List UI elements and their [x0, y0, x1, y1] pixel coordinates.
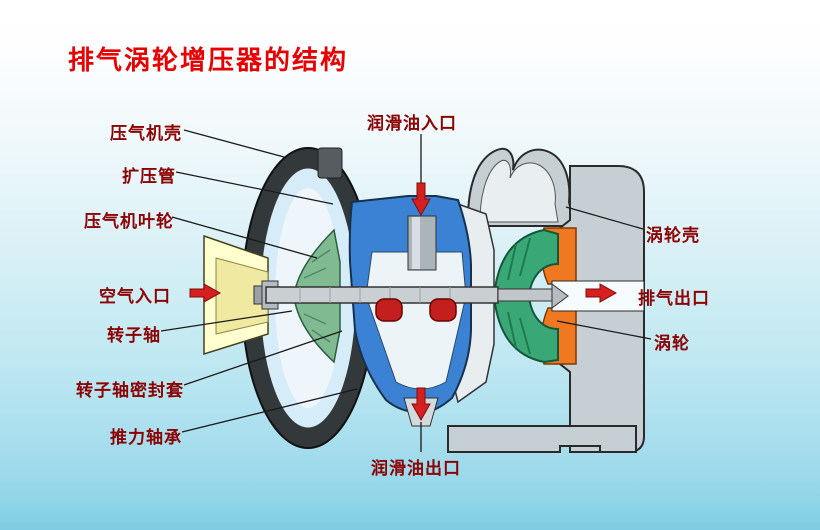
oil-inlet-arrow	[411, 182, 431, 217]
leader-turbine	[556, 320, 652, 340]
label-rotor-shaft-seal-sleeve: 转子轴密封套	[76, 381, 184, 400]
turbine-inlet-scroll	[466, 147, 576, 227]
leader-rotor-shaft-seal	[183, 330, 343, 386]
label-exhaust-outlet: 排气出口	[638, 289, 710, 308]
label-compressor-housing: 压气机壳	[110, 124, 182, 143]
oil-inlet-port	[407, 215, 437, 271]
air-inlet-arrow	[189, 283, 222, 303]
shaft-seal-sleeves	[375, 298, 457, 322]
label-turbine-housing: 涡轮壳	[646, 226, 700, 245]
leader-turbine-housing	[565, 206, 644, 230]
label-oil-inlet: 润滑油入口	[367, 114, 457, 133]
leader-rotor-shaft	[160, 310, 293, 332]
slide-title: 排气涡轮增压器的结构	[68, 46, 349, 75]
leader-compressor-impeller	[171, 216, 318, 259]
label-diffuser-pipe: 扩压管	[122, 167, 176, 186]
label-rotor-shaft: 转子轴	[107, 326, 161, 345]
label-thrust-bearing: 推力轴承	[110, 428, 182, 447]
flow-arrows	[189, 182, 618, 422]
oil-outlet-arrow	[411, 387, 431, 422]
label-compressor-impeller: 压气机叶轮	[84, 212, 174, 231]
leader-compressor-housing	[183, 129, 285, 158]
leader-thrust-bearing	[181, 388, 358, 433]
label-air-inlet: 空气入口	[99, 287, 171, 306]
leader-diffuser-pipe	[175, 171, 334, 205]
label-oil-outlet: 润滑油出口	[371, 459, 461, 478]
label-turbine: 涡轮	[654, 334, 690, 353]
exhaust-outlet-arrow	[585, 283, 618, 303]
mounting-flange	[447, 425, 637, 453]
leader-lines	[160, 129, 652, 452]
air-intake-duct	[203, 234, 269, 356]
